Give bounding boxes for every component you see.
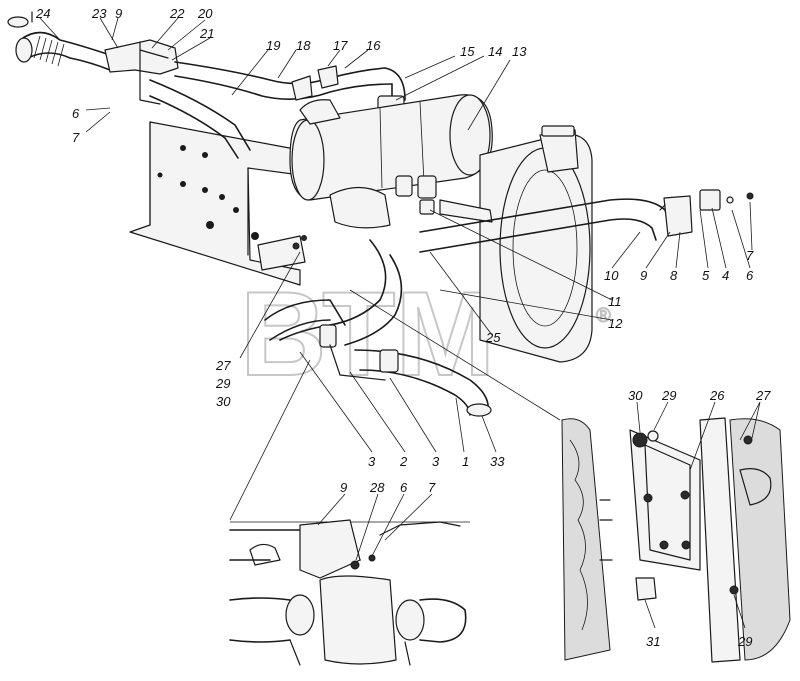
callout-21: 21 <box>199 26 214 41</box>
callout-7-left: 7 <box>72 130 80 145</box>
exhaust-pipe-1 <box>279 239 492 417</box>
callout-5: 5 <box>702 268 710 283</box>
callout-12: 12 <box>608 316 623 331</box>
callout-16: 16 <box>366 38 381 53</box>
callout-7-right: 7 <box>746 248 754 263</box>
callout-9-detail: 9 <box>340 480 347 495</box>
callout-3-right: 3 <box>432 454 440 469</box>
callout-9-right: 9 <box>640 268 647 283</box>
watermark: ВТМ ® <box>239 266 612 402</box>
callout-26: 26 <box>709 388 725 403</box>
callout-19: 19 <box>266 38 280 53</box>
detail-view-bracket-26 <box>561 401 791 663</box>
callout-10: 10 <box>604 268 619 283</box>
callout-22: 22 <box>169 6 185 21</box>
callout-31: 31 <box>646 634 660 649</box>
watermark-text: ВТМ <box>240 267 495 401</box>
air-cleaner-housing <box>479 125 593 363</box>
callout-30-left: 30 <box>216 394 231 409</box>
muffler-outlet-clamps <box>329 175 493 229</box>
callout-29-bottom: 29 <box>737 634 752 649</box>
watermark-registered-mark: ® <box>596 305 611 327</box>
callout-25: 25 <box>485 330 501 345</box>
callout-1: 1 <box>462 454 469 469</box>
callout-6-right: 6 <box>746 268 754 283</box>
callout-17: 17 <box>333 38 348 53</box>
callout-13: 13 <box>512 44 527 59</box>
callout-30-detail: 30 <box>628 388 643 403</box>
callout-15: 15 <box>460 44 475 59</box>
muffler-body <box>289 94 493 201</box>
callout-9-top: 9 <box>115 6 122 21</box>
callout-labels: 24 23 9 22 20 21 19 18 17 16 15 14 13 6 … <box>35 6 771 649</box>
callout-8: 8 <box>670 268 678 283</box>
callout-18: 18 <box>296 38 311 53</box>
callout-23: 23 <box>91 6 107 21</box>
callout-28: 28 <box>369 480 385 495</box>
callout-4: 4 <box>722 268 729 283</box>
callout-29-detail: 29 <box>661 388 676 403</box>
intake-pipe-upper <box>104 39 179 105</box>
callout-7-detail: 7 <box>428 480 436 495</box>
callout-6-detail: 6 <box>400 480 408 495</box>
callout-29-left: 29 <box>215 376 230 391</box>
callout-27-left: 27 <box>215 358 231 373</box>
leader-lines <box>39 17 753 521</box>
callout-3-left: 3 <box>368 454 376 469</box>
callout-11: 11 <box>608 294 622 309</box>
pipe-10 <box>419 189 754 253</box>
callout-24: 24 <box>35 6 50 21</box>
detail-view-bracket-mount <box>229 493 470 666</box>
callout-27-detail: 27 <box>755 388 771 403</box>
callout-6-left: 6 <box>72 106 80 121</box>
callout-2: 2 <box>399 454 408 469</box>
callout-14: 14 <box>488 44 502 59</box>
bracket-assembly-27-29-30 <box>257 235 346 341</box>
callout-20: 20 <box>197 6 213 21</box>
exhaust-pipes-18-19 <box>149 61 393 159</box>
callout-33: 33 <box>490 454 505 469</box>
